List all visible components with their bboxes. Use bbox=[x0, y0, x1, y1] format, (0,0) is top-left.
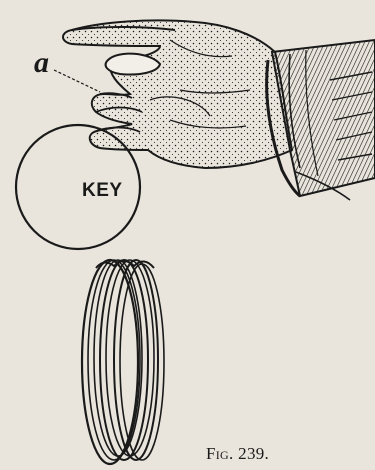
pointer-line-icon bbox=[54, 70, 100, 92]
hand-icon bbox=[63, 20, 292, 168]
caption-number: 239. bbox=[238, 444, 269, 463]
ring-label-key: KEY bbox=[82, 180, 123, 202]
caption-prefix: Fig. bbox=[206, 444, 234, 463]
figure-caption: Fig. 239. bbox=[206, 444, 269, 464]
point-label-a: a bbox=[34, 48, 49, 78]
linked-rings-icon bbox=[82, 260, 164, 464]
